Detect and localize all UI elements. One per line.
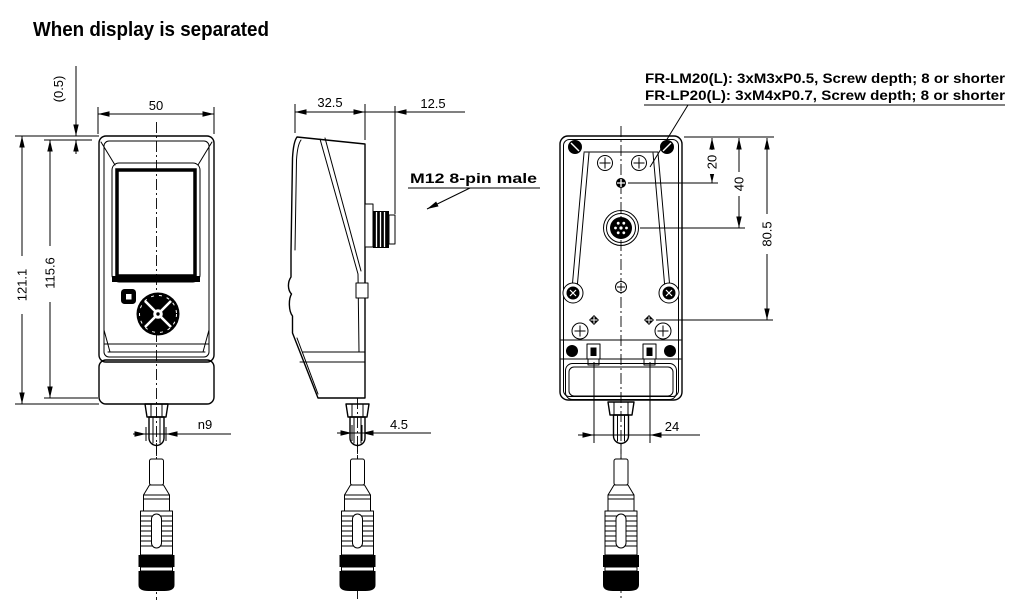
front-dimensions: 50 (0.5) 121.1 115.6 n9 bbox=[14, 66, 231, 441]
dim-front-body-height: 115.6 bbox=[43, 257, 58, 289]
front-connector-stub bbox=[148, 416, 165, 447]
dim-front-top-offset: (0.5) bbox=[51, 76, 66, 103]
screw-note-lm20: FR-LM20(L): 3xM3xP0.5, Screw depth; 8 or… bbox=[645, 71, 1006, 86]
back-view bbox=[559, 126, 683, 600]
m12-connector-back bbox=[603, 210, 639, 246]
m12-connector-boss bbox=[364, 203, 374, 248]
dim-front-overall-height: 121.1 bbox=[15, 269, 30, 302]
front-body bbox=[98, 135, 215, 363]
nav-dial bbox=[136, 292, 180, 336]
display-frame bbox=[111, 162, 201, 283]
back-connector-nut bbox=[607, 401, 635, 416]
front-nut-facets bbox=[150, 403, 163, 418]
corner-screw-bottom-left bbox=[566, 345, 578, 357]
corner-screw-bottom-right bbox=[664, 345, 676, 357]
cable-plug-side bbox=[339, 442, 376, 592]
m12-connector-label: M12 8-pin male bbox=[410, 171, 538, 186]
power-button-center bbox=[126, 294, 132, 300]
dim-side-connector-width: 4.5 bbox=[390, 417, 408, 432]
side-front-inner-line bbox=[294, 139, 302, 251]
dim-back-lower-hole: 80.5 bbox=[760, 221, 775, 246]
front-chamfer-lines bbox=[100, 141, 213, 353]
side-bezel-edges bbox=[319, 137, 362, 353]
side-connector-stub bbox=[349, 416, 366, 447]
dim-front-width: 50 bbox=[149, 98, 163, 113]
display-screen bbox=[115, 168, 197, 278]
dim-side-depth: 32.5 bbox=[317, 95, 342, 110]
dim-front-connector-diameter: n9 bbox=[198, 417, 212, 432]
side-clip bbox=[355, 282, 369, 299]
front-bezel bbox=[103, 140, 210, 358]
page-title: When display is separated bbox=[33, 19, 269, 41]
side-connector-nut bbox=[345, 403, 370, 418]
front-connector-nut bbox=[144, 403, 169, 418]
back-dimensions: FR-LM20(L): 3xM3xP0.5, Screw depth; 8 or… bbox=[578, 71, 1006, 443]
side-body-outline bbox=[287, 136, 366, 399]
dim-back-top-hole: 20 bbox=[705, 155, 720, 169]
back-connector-stub bbox=[612, 414, 630, 445]
side-dimensions: 32.5 12.5 4.5 M12 8-pin male bbox=[294, 95, 540, 441]
back-taper-lines bbox=[571, 151, 671, 290]
side-base-lines bbox=[296, 337, 366, 395]
cable-plug-back bbox=[602, 442, 640, 592]
screen-lower-band bbox=[112, 276, 200, 282]
front-lower-lines bbox=[103, 343, 210, 353]
dim-side-protrusion: 12.5 bbox=[420, 96, 445, 111]
back-base bbox=[565, 363, 677, 400]
dim-back-slot-spacing: 24 bbox=[665, 419, 679, 434]
m12-connector-tip bbox=[388, 214, 396, 245]
dim-back-connector-center: 40 bbox=[732, 177, 747, 191]
cable-plug-front bbox=[138, 442, 175, 592]
front-view bbox=[98, 122, 215, 600]
screw-note-lp20: FR-LP20(L): 3xM4xP0.7, Screw depth; 8 or… bbox=[645, 88, 1006, 103]
front-stub-lines bbox=[152, 417, 161, 444]
